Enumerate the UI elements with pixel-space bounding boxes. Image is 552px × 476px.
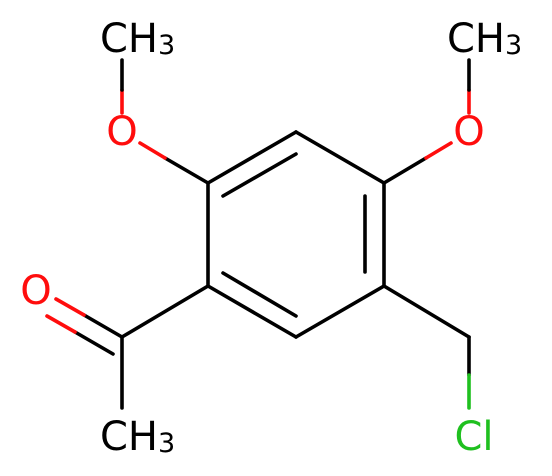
ring-bond-bottom-right (294, 284, 386, 339)
chloromethyl-group: Cl (382, 284, 494, 460)
methyl-top-left-label: CH3 (100, 16, 175, 62)
ring-to-ch2-bond (382, 284, 471, 339)
ring-to-o-left-bond-c (163, 156, 210, 185)
carbonyl-double-bond-b-c (73, 330, 115, 356)
methyl-top-right-label: CH3 (447, 16, 522, 62)
methoxy-left-oxygen-label: O (106, 109, 137, 155)
ring-inner-bond-bottom-left (221, 271, 298, 318)
methoxy-right-oxygen-label: O (453, 109, 484, 155)
ring-inner-bond-top-left (221, 152, 298, 198)
methoxy-left-group: O CH3 (100, 16, 210, 185)
methoxy-right-group: O CH3 (382, 16, 522, 185)
ring-to-o-right-bond-c (382, 156, 428, 185)
carbonyl-oxygen-label: O (20, 268, 51, 314)
acetyl-group: O CH3 (20, 268, 210, 460)
chlorine-label: Cl (454, 414, 493, 460)
ring-to-o-left-bond-o (138, 141, 167, 160)
carbonyl-double-bond-b-o (45, 314, 77, 334)
ring-bond-top-left (206, 130, 298, 185)
ring-to-o-right-bond-o (424, 141, 453, 160)
ring-to-carbonyl-bond (120, 284, 210, 339)
ring-bond-top-right (294, 130, 386, 185)
carbonyl-double-bond-a-o (54, 297, 86, 317)
carbonyl-double-bond-a-c (82, 313, 124, 339)
ring-bond-bottom-left (206, 284, 298, 339)
benzene-ring (206, 130, 386, 339)
methyl-bottom-left-label: CH3 (100, 414, 175, 460)
